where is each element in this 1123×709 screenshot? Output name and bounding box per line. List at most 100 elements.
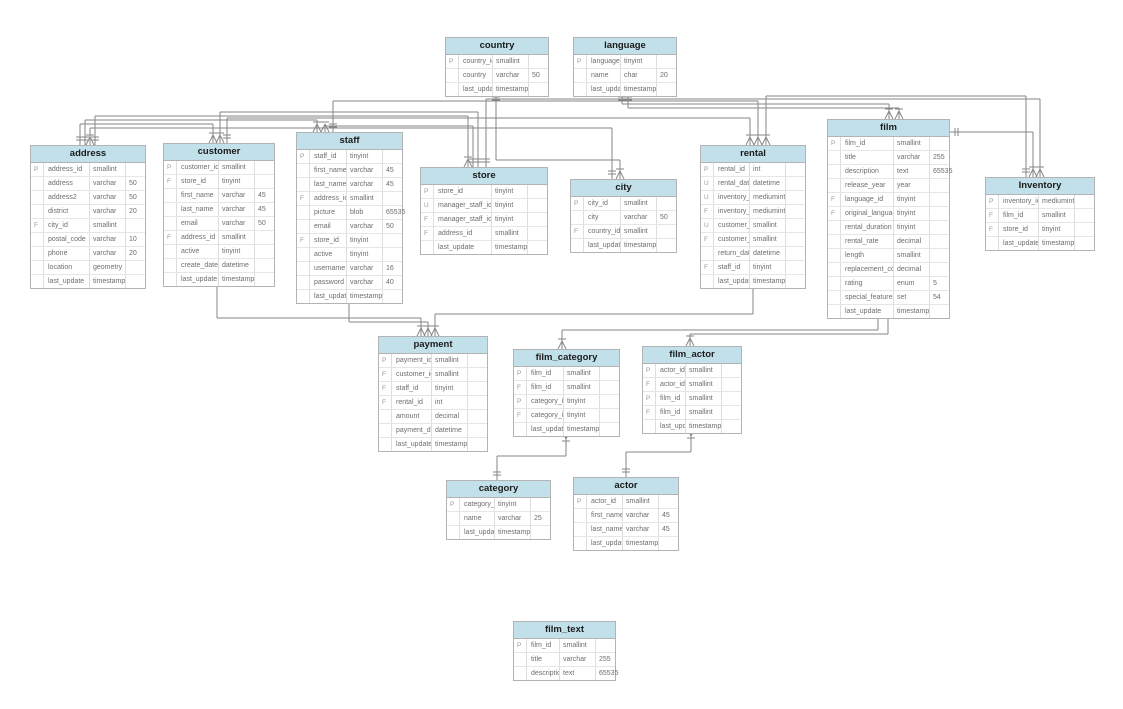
field-key-flag (379, 410, 392, 423)
field-type: smallint (493, 55, 529, 68)
relationship-actor-film_actor[interactable] (622, 427, 696, 477)
field-key-flag (828, 165, 841, 178)
field-type: smallint (750, 233, 786, 246)
table-title-actor: actor (574, 478, 678, 495)
field-key-flag (828, 263, 841, 276)
field-name: staff_id (714, 261, 750, 274)
relationship-customer-rental[interactable] (223, 117, 755, 146)
table-title-city: city (571, 180, 676, 197)
field-name: email (177, 217, 219, 230)
field-key-flag: F (379, 396, 392, 409)
field-size (722, 420, 741, 433)
relationship-address-customer[interactable] (76, 123, 218, 145)
relationship-store-staff[interactable] (320, 121, 477, 167)
field-key-flag: U (701, 219, 714, 232)
field-key-flag (164, 273, 177, 286)
field-type: decimal (894, 263, 930, 276)
field-type: tinyint (492, 185, 528, 198)
field-type: varchar (621, 211, 657, 224)
field-key-flag (297, 248, 310, 261)
field-name: rental_duration (841, 221, 894, 234)
field-type: timestamp (492, 241, 528, 254)
relationship-category-film_category[interactable] (493, 430, 571, 480)
field-name: category_id (527, 409, 564, 422)
field-size (468, 424, 487, 437)
table-title-category: category (447, 481, 550, 498)
field-size: 20 (660, 72, 668, 79)
field-name: description (527, 667, 560, 680)
field-name: country_id (584, 225, 621, 238)
relationship-language-film[interactable] (624, 92, 904, 120)
relationship-film-inventory[interactable] (950, 128, 1038, 178)
field-key-flag: P (643, 364, 656, 377)
field-size (596, 639, 615, 652)
field-size (930, 235, 949, 248)
relationship-store-customer[interactable] (215, 111, 482, 167)
field-size (930, 249, 949, 262)
field-name: last_update (714, 275, 750, 288)
field-type: varchar (219, 203, 255, 216)
relationship-country-city[interactable] (492, 92, 625, 180)
field-key-flag: F (421, 227, 434, 240)
field-key-flag (574, 523, 587, 536)
field-size: 50 (258, 220, 266, 227)
relationship-inventory-rental[interactable] (761, 95, 1030, 177)
field-size: 45 (258, 206, 266, 213)
relationship-address-staff[interactable] (81, 119, 322, 145)
field-key-flag (164, 203, 177, 216)
field-type: tinyint (894, 221, 930, 234)
field-name: last_name (310, 178, 347, 191)
field-size (930, 305, 949, 318)
field-name: city_id (584, 197, 621, 210)
relationship-store-inventory[interactable] (482, 98, 1045, 178)
field-size (600, 367, 619, 380)
field-key-flag (514, 423, 527, 436)
table-language[interactable]: languagePlanguage_idtinyintnamechar20las… (573, 37, 677, 97)
relationship-staff-rental[interactable] (329, 100, 763, 146)
relationship-city-address[interactable] (85, 127, 616, 179)
field-size: 5 (933, 280, 937, 287)
field-key-flag (447, 512, 460, 525)
table-title-staff: staff (297, 133, 402, 150)
field-name: city_id (44, 219, 90, 232)
field-name: title (527, 653, 560, 666)
field-name: category_id (527, 395, 564, 408)
table-category[interactable]: categoryPcategory_idtinyintnamevarchar25… (446, 480, 551, 540)
relationship-address-store[interactable] (91, 115, 473, 168)
field-type: varchar (493, 69, 529, 82)
table-title-film_category: film_category (514, 350, 619, 367)
